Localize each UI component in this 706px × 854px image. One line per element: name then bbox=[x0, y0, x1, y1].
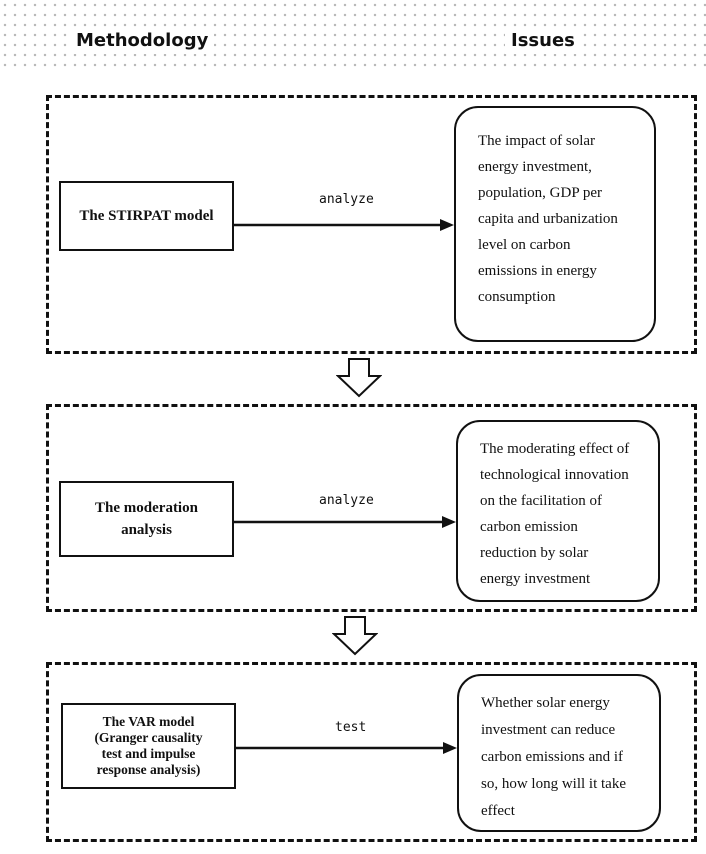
flow-arrow-2 bbox=[234, 516, 456, 528]
stirpat-issue-box: The impact of solar energy investment, p… bbox=[454, 106, 656, 342]
moderation-issue-box: The moderating effect of technological i… bbox=[456, 420, 660, 602]
methodology-heading: Methodology bbox=[70, 28, 215, 54]
moderation-method-box: The moderation analysis bbox=[59, 481, 234, 557]
stirpat-method-box: The STIRPAT model bbox=[59, 181, 234, 251]
stage-1-frame: The STIRPAT model analyze The impact of … bbox=[46, 95, 697, 354]
analyze-label-1: analyze bbox=[319, 192, 374, 207]
var-issue-box: Whether solar energy investment can redu… bbox=[457, 674, 661, 832]
stage-2-frame: The moderation analysis analyze The mode… bbox=[46, 404, 697, 612]
stage-3-frame: The VAR model (Granger causality test an… bbox=[46, 662, 697, 842]
test-label: test bbox=[335, 720, 367, 735]
flow-arrow-1 bbox=[234, 219, 454, 231]
flow-arrow-3 bbox=[236, 742, 457, 754]
issues-heading: Issues bbox=[505, 28, 581, 54]
down-arrow-1 bbox=[336, 358, 382, 398]
analyze-label-2: analyze bbox=[319, 493, 374, 508]
header-band: Methodology Issues bbox=[0, 0, 706, 68]
var-method-box: The VAR model (Granger causality test an… bbox=[61, 703, 236, 789]
down-arrow-2 bbox=[332, 616, 378, 656]
